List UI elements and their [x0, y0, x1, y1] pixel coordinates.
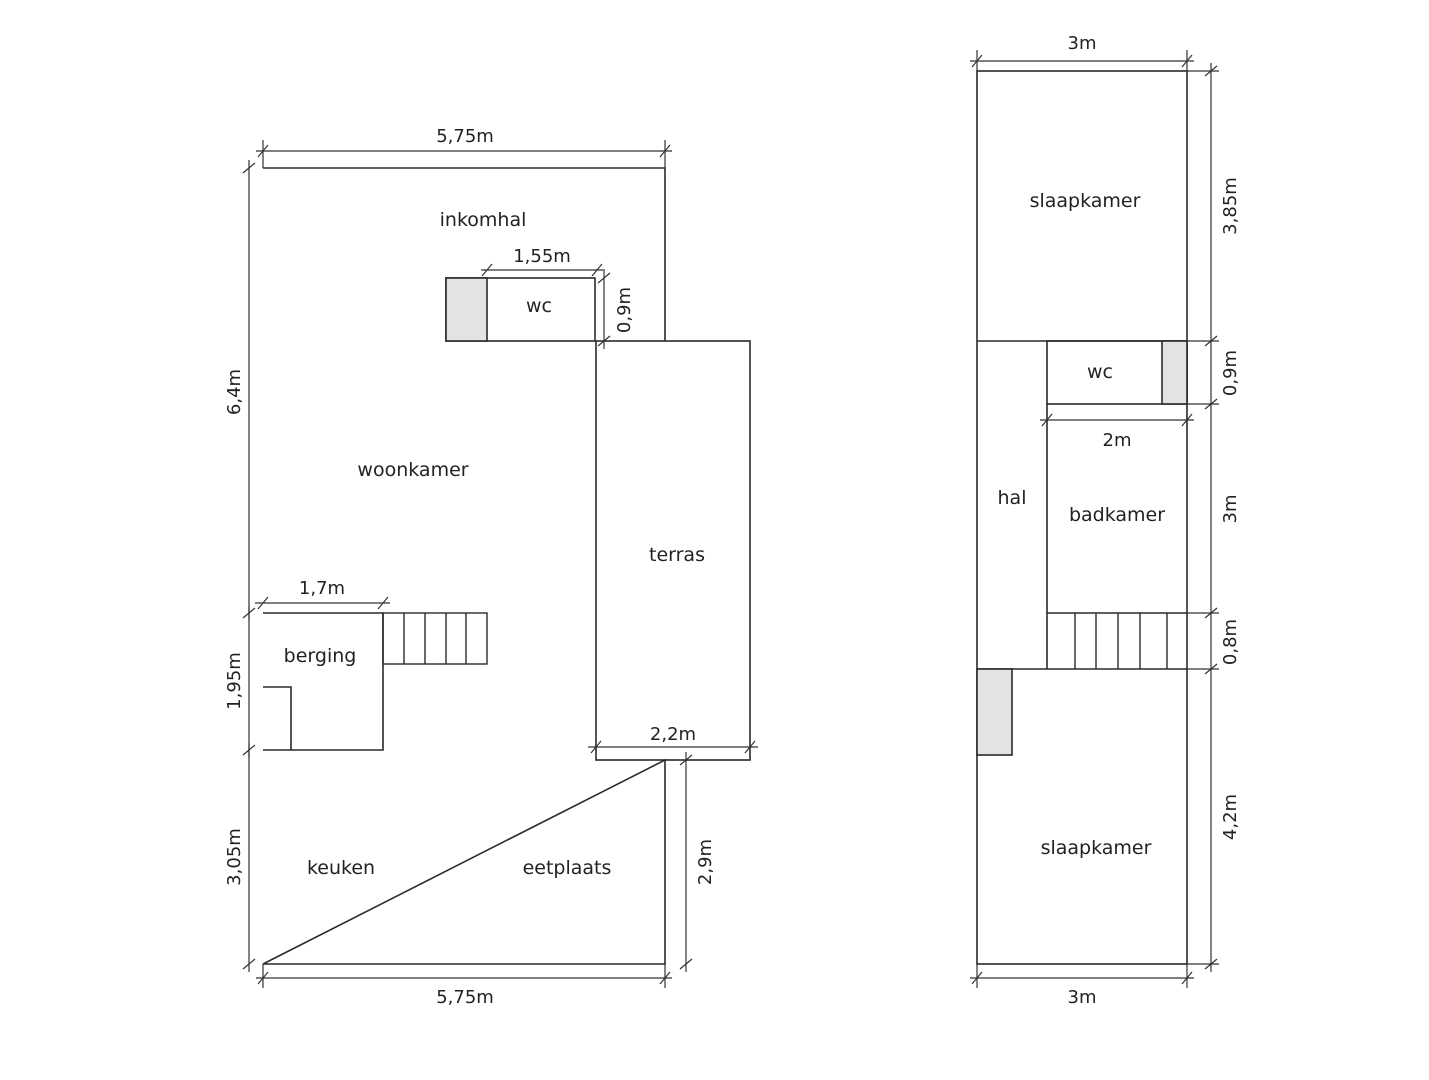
room-label-wc: wc [1087, 361, 1113, 383]
dimension-label-stairs-height: 0,8m [1220, 619, 1241, 665]
room-label-eetplaats: eetplaats [523, 857, 612, 879]
room-label-slaapkamer-bottom: slaapkamer [1041, 837, 1152, 859]
dimension-label-left-lower-height: 3,05m [224, 828, 245, 886]
dimension-label-bottom-width: 3m [1068, 987, 1097, 1008]
dimension-label-badkamer-width: 2m [1103, 430, 1132, 451]
dimension-label-badkamer-height: 3m [1220, 495, 1241, 524]
room-label-inkomhal: inkomhal [440, 209, 527, 231]
berging-wall [263, 612, 384, 751]
terras-wall [595, 340, 751, 761]
berging-closet [263, 686, 292, 750]
closet-fixture [976, 668, 1013, 756]
dimension-label-wc-depth: 0,9m [614, 287, 635, 333]
dimension-label-right-lower-height: 2,9m [695, 839, 716, 885]
room-label-slaapkamer-top: slaapkamer [1030, 190, 1141, 212]
room-label-berging: berging [284, 645, 357, 667]
room-label-wc: wc [526, 295, 552, 317]
dimension-label-berging-height: 1,95m [224, 652, 245, 710]
room-label-terras: terras [649, 544, 705, 566]
first-floor-outer-wall [976, 70, 1188, 965]
dimension-label-wc-height: 0,9m [1220, 350, 1241, 396]
dimension-label-top-width: 5,75m [436, 126, 494, 147]
dimension-label-berging-width: 1,7m [299, 578, 345, 599]
dimension-label-terras-width: 2,2m [650, 724, 696, 745]
ground-floor-stairs [382, 612, 488, 665]
room-label-woonkamer: woonkamer [357, 459, 468, 481]
dimension-label-slaapkamer-top-height: 3,85m [1220, 177, 1241, 235]
first-floor-plan: slaapkamer wc hal badkamer slaapkamer 3m… [970, 33, 1241, 1008]
dimension-label-slaapkamer-bottom-height: 4,2m [1220, 794, 1241, 840]
first-floor-dimension-lines [970, 50, 1219, 988]
dimension-label-wc-width: 1,55m [513, 246, 571, 267]
room-label-hal: hal [998, 487, 1027, 509]
room-label-badkamer: badkamer [1069, 504, 1165, 526]
dimension-label-top-width: 3m [1068, 33, 1097, 54]
wc-fixture [1161, 340, 1188, 405]
wc-fixture [445, 277, 488, 342]
ground-floor-plan: inkomhal wc woonkamer terras berging keu… [224, 126, 758, 1008]
dimension-label-bottom-width: 5,75m [436, 987, 494, 1008]
dimension-label-left-upper-height: 6,4m [224, 369, 245, 415]
room-label-keuken: keuken [307, 857, 375, 879]
ground-floor-dimension-lines [242, 140, 758, 988]
first-floor-stairs [1047, 612, 1187, 669]
